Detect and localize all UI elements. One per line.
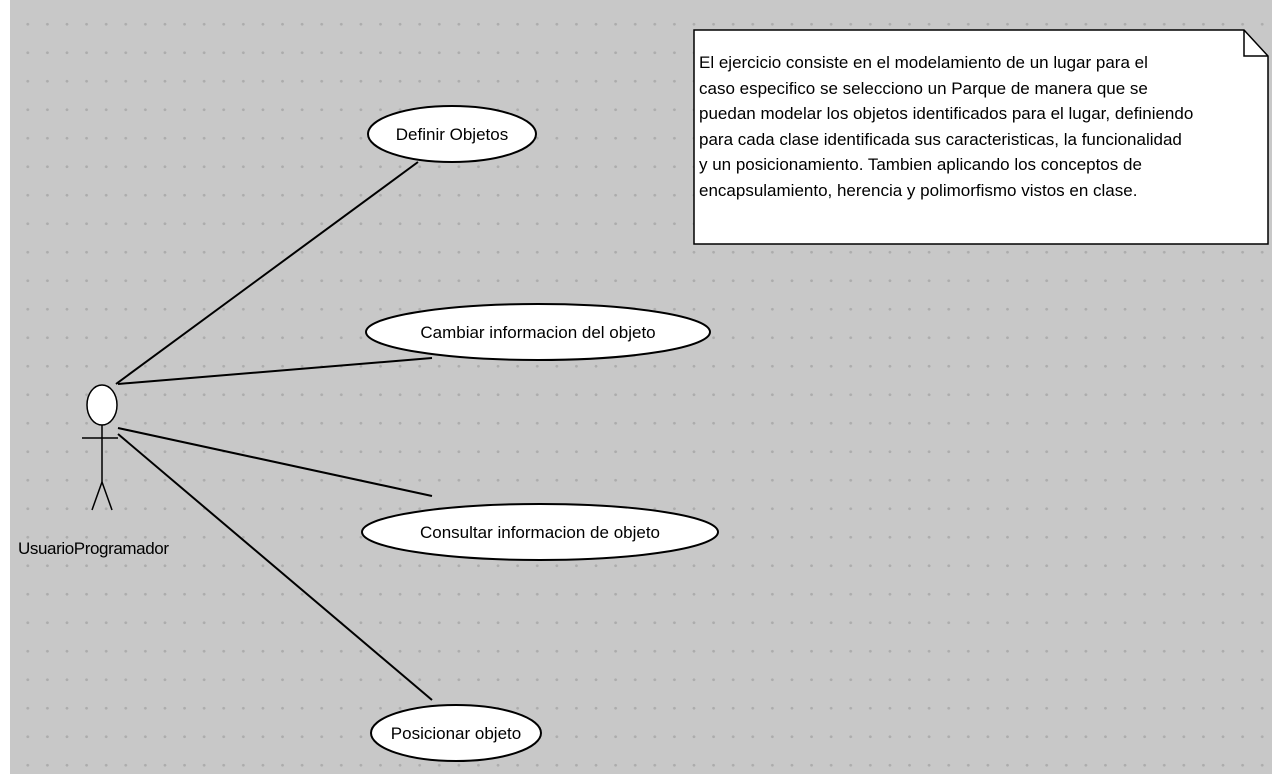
actor-usuario-programador[interactable] xyxy=(82,384,118,511)
use-case-ellipse xyxy=(365,303,711,361)
association-posicionar-objeto[interactable] xyxy=(117,433,433,701)
association-cambiar-informacion[interactable] xyxy=(117,357,433,385)
association-consultar-informacion[interactable] xyxy=(117,427,433,497)
association-definir-objetos[interactable] xyxy=(115,161,419,385)
note-text: El ejercicio consiste en el modelamiento… xyxy=(699,53,1194,200)
actor-label: UsuarioProgramador xyxy=(18,539,169,558)
use-case-consultar-informacion[interactable]: Consultar informacion de objeto xyxy=(361,503,719,561)
use-case-cambiar-informacion[interactable]: Cambiar informacion del objeto xyxy=(365,303,711,361)
use-case-posicionar-objeto[interactable]: Posicionar objeto xyxy=(370,704,542,762)
use-case-label: Definir Objetos xyxy=(396,125,508,144)
associations xyxy=(115,161,433,701)
actor-right-leg xyxy=(101,481,113,511)
note-folded-corner xyxy=(1243,30,1268,57)
note[interactable] xyxy=(693,29,1269,245)
use-case-label: Posicionar objeto xyxy=(391,724,521,743)
actor-left-leg xyxy=(91,481,103,511)
use-case-label: Consultar informacion de objeto xyxy=(420,523,660,542)
actor-head xyxy=(86,384,118,426)
use-case-ellipse xyxy=(367,105,537,163)
use-case-ellipse xyxy=(370,704,542,762)
note-body xyxy=(693,29,1269,245)
use-case-definir-objetos[interactable]: Definir Objetos xyxy=(367,105,537,163)
use-case-ellipse xyxy=(361,503,719,561)
use-case-label: Cambiar informacion del objeto xyxy=(420,323,655,342)
